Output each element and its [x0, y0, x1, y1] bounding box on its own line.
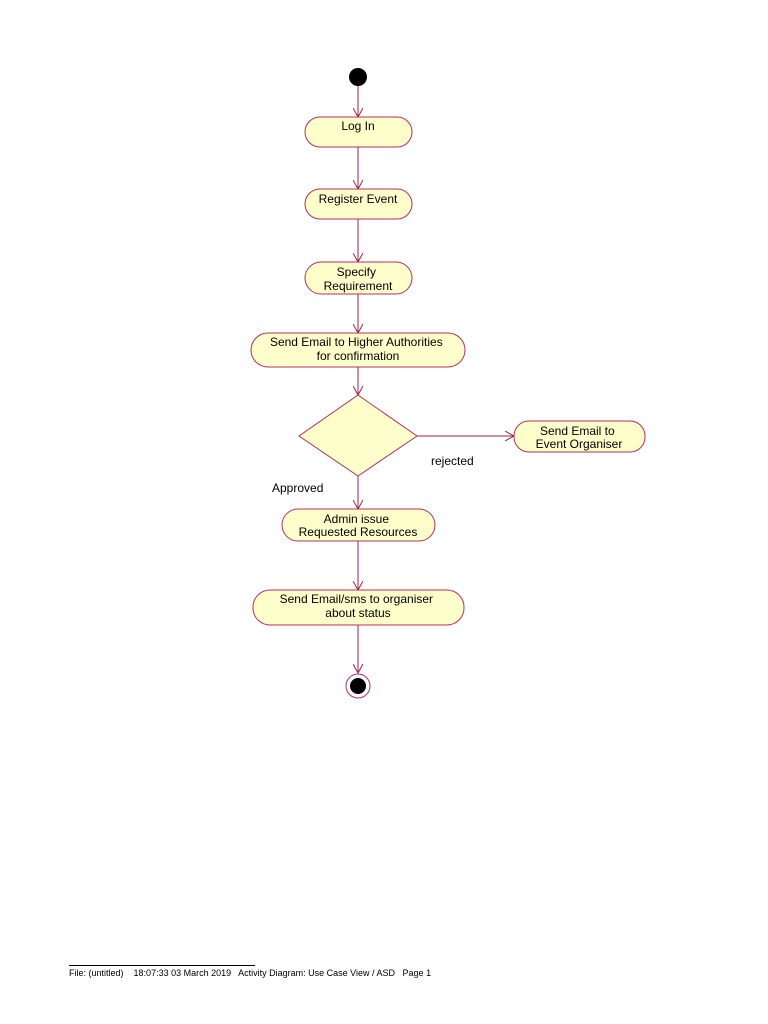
- activity-send-email-higher-authorities: Send Email to Higher Authorities for con…: [250, 332, 466, 368]
- edge-label-rejected: rejected: [431, 454, 474, 468]
- page-footer: File: (untitled) 18:07:33 03 March 2019 …: [69, 965, 489, 978]
- start-node: [349, 68, 367, 86]
- activity-send-email-higher-authorities-line-1: Send Email to Higher Authorities: [270, 335, 443, 349]
- activity-login-label: Log In: [341, 119, 374, 133]
- decision-node: [298, 394, 418, 477]
- footer-file: File: (untitled): [69, 968, 124, 978]
- activity-register-event: Register Event: [304, 188, 413, 220]
- activity-send-email-higher-authorities-label: Send Email to Higher Authorities for con…: [270, 335, 446, 363]
- activity-send-email-organiser-line-1: Send Email to: [540, 424, 615, 438]
- activity-admin-issue-shape: [281, 508, 436, 542]
- activity-admin-issue: Admin issue Requested Resources: [281, 508, 436, 542]
- activity-send-email-sms: Send Email/sms to organiser about status: [252, 589, 465, 626]
- activity-admin-issue-label: Admin issue Requested Resources: [299, 512, 418, 539]
- activity-login: Log In: [304, 116, 413, 148]
- activity-send-email-organiser-shape: [513, 420, 646, 453]
- activity-send-email-sms-line-1: Send Email/sms to organiser: [280, 592, 433, 606]
- activity-send-email-organiser: Send Email to Event Organiser: [513, 420, 646, 453]
- activity-admin-issue-line-2: Requested Resources: [299, 525, 418, 539]
- activity-send-email-higher-authorities-shape: [250, 332, 466, 368]
- end-node: [345, 673, 371, 699]
- activity-specify-requirement-shape: [304, 261, 413, 295]
- activity-admin-issue-line-1: Admin issue: [324, 512, 390, 526]
- activity-send-email-higher-authorities-line-2: for confirmation: [317, 349, 400, 363]
- activity-send-email-organiser-line-2: Event Organiser: [536, 437, 623, 451]
- edge-label-approved: Approved: [272, 481, 323, 495]
- activity-specify-requirement-line-1: Specify: [337, 265, 376, 279]
- footer-timestamp: 18:07:33 03 March 2019: [133, 968, 232, 978]
- footer-rule: [69, 965, 255, 966]
- activity-register-event-shape: [304, 188, 413, 220]
- end-node-core: [350, 678, 366, 694]
- footer-page: Page 1: [402, 968, 432, 978]
- edges: [358, 86, 514, 673]
- activity-login-line-1: Log In: [341, 119, 374, 133]
- activity-send-email-organiser-label: Send Email to Event Organiser: [536, 424, 623, 451]
- activity-specify-requirement-label: Specify Requirement: [324, 265, 393, 293]
- activity-register-event-label: Register Event: [319, 192, 398, 206]
- activity-login-shape: [304, 116, 413, 148]
- activity-send-email-sms-shape: [252, 589, 465, 626]
- activity-send-email-sms-line-2: about status: [325, 606, 390, 620]
- activity-register-event-line-1: Register Event: [319, 192, 398, 206]
- footer-text: File: (untitled) 18:07:33 03 March 2019 …: [69, 968, 489, 978]
- footer-diagram-name: Activity Diagram: Use Case View / ASD: [238, 968, 396, 978]
- activity-specify-requirement: Specify Requirement: [304, 261, 413, 295]
- activity-send-email-sms-label: Send Email/sms to organiser about status: [280, 592, 437, 620]
- activity-specify-requirement-line-2: Requirement: [324, 279, 393, 293]
